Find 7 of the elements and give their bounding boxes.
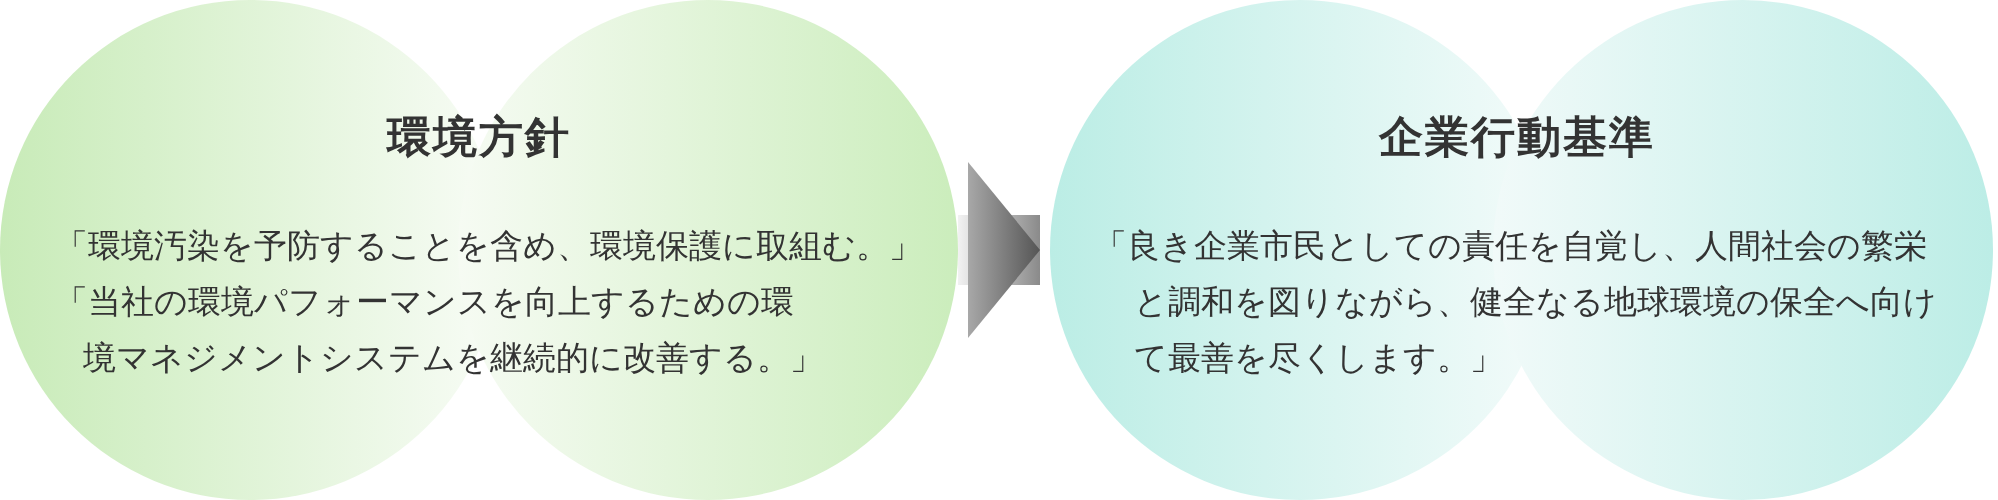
overlapping-circles xyxy=(0,0,958,500)
heading: 環境方針 xyxy=(385,110,572,164)
heading: 企業行動基準 xyxy=(1377,110,1656,164)
policy-text: 「当社の環境パフォーマンスを向上するための環境マネジメントシステムを継続的に改善する。」 xyxy=(55,281,824,379)
policy-text: 「良き企業市民としての責任を自覚し、人間社会の繁栄と調和を図りながら、健全なる地球環境の保全へ向けて最善を尽くします。」 xyxy=(1094,225,1938,379)
policy-text: 「環境汚染を予防することを含め、環境保護に取組む。」 xyxy=(55,225,923,267)
arrow xyxy=(958,162,1040,338)
